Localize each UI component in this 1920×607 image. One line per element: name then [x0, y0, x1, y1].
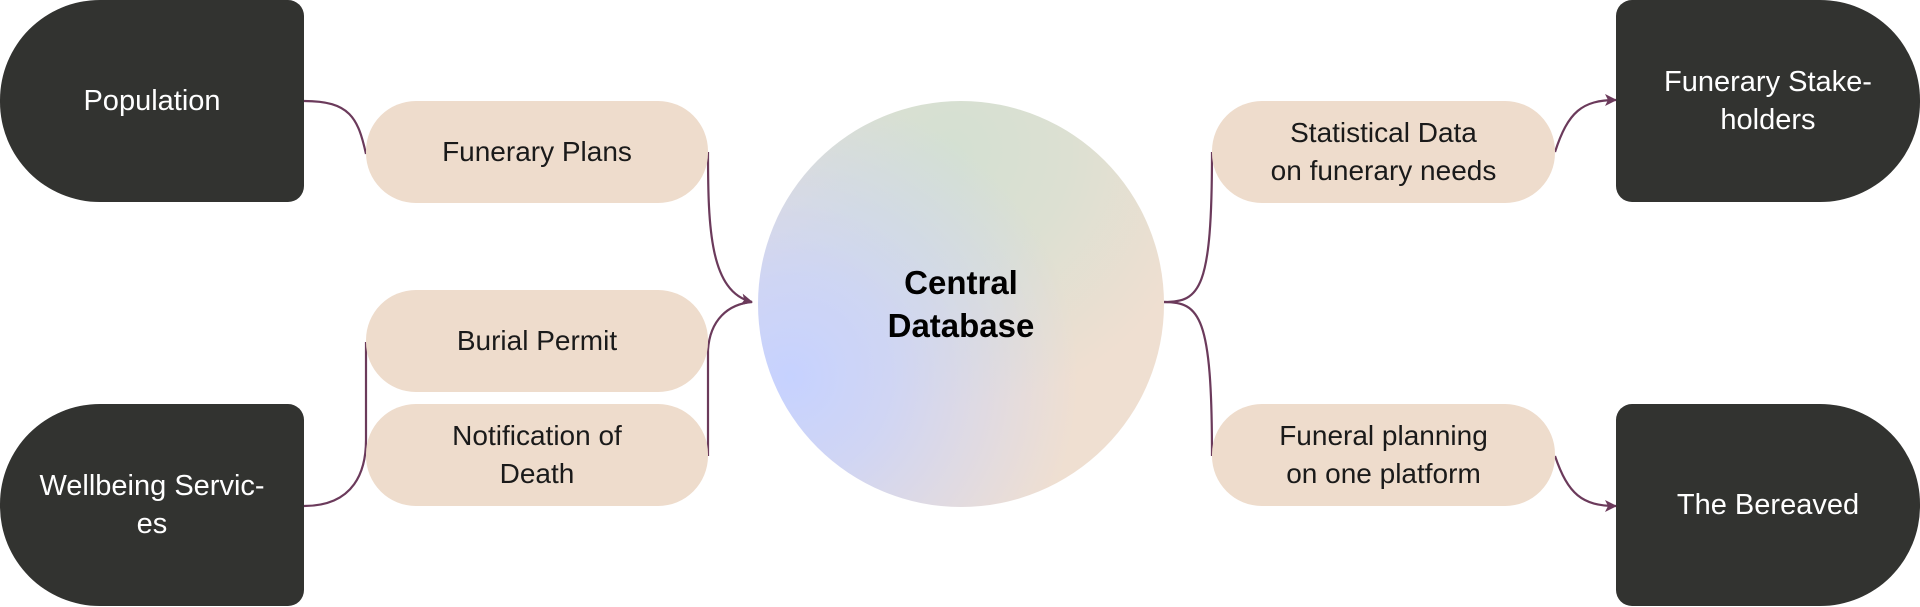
wellbeing-services-label: Wellbeing Servic- es: [39, 470, 265, 540]
connector-population-to-funerary-plans: [303, 99, 368, 155]
connector-statistical-to-stakeholders: [1553, 94, 1617, 153]
connector-wellbeing-to-documents: [303, 342, 368, 508]
connector-hub-to-statistical-data: [1163, 151, 1214, 304]
funeral-planning-node: Funeral planning on one platform: [1212, 404, 1555, 506]
funerary-stakeholders-label: Funerary Stake- holders: [1664, 66, 1872, 136]
connector-planning-to-bereaved: [1553, 455, 1617, 512]
population-node: Population: [0, 0, 304, 202]
connector-hub-to-funeral-planning: [1163, 300, 1214, 457]
statistical-data-label: Statistical Data on funerary needs: [1270, 117, 1497, 186]
wellbeing-services-node: Wellbeing Servic- es: [0, 404, 304, 606]
population-label: Population: [83, 85, 221, 117]
burial-permit-node: Burial Permit: [366, 290, 708, 392]
connector-funerary-plans-to-hub: [706, 151, 753, 306]
funeral-planning-label: Funeral planning on one platform: [1279, 420, 1488, 489]
connector-documents-to-hub: [706, 300, 753, 456]
funerary-plans-node: Funerary Plans: [366, 101, 708, 203]
burial-permit-label: Burial Permit: [456, 325, 618, 356]
the-bereaved-label: The Bereaved: [1676, 489, 1860, 521]
statistical-data-node: Statistical Data on funerary needs: [1212, 101, 1555, 203]
central-database-hub: Central Database: [758, 101, 1164, 507]
notification-of-death-label: Notification of Death: [452, 420, 622, 489]
funerary-stakeholders-node: Funerary Stake- holders: [1616, 0, 1920, 202]
central-database-label: Central Database: [887, 264, 1035, 344]
the-bereaved-node: The Bereaved: [1616, 404, 1920, 606]
notification-of-death-node: Notification of Death: [366, 404, 708, 506]
funerary-plans-label: Funerary Plans: [442, 136, 632, 167]
